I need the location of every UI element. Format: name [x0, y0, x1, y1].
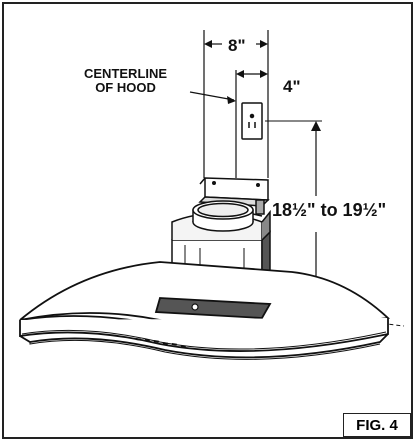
centerline-line1: CENTERLINE [84, 66, 168, 81]
damper-collar [192, 199, 265, 232]
electrical-outlet-icon [241, 102, 263, 140]
centerline-label: CENTERLINE OF HOOD [84, 67, 167, 95]
centerline-line2: OF HOOD [95, 80, 156, 95]
dimension-8-label: 8" [228, 36, 246, 55]
figure-label: FIG. 4 [343, 413, 411, 437]
hood-canopy [19, 261, 391, 360]
height-range-label: 18½" to 19½" [272, 200, 387, 220]
control-buttons [135, 337, 186, 348]
base-screw [191, 303, 199, 311]
dimension-4-label: 4" [283, 77, 301, 96]
figure-frame [2, 2, 413, 439]
arrowheads [204, 40, 268, 104]
